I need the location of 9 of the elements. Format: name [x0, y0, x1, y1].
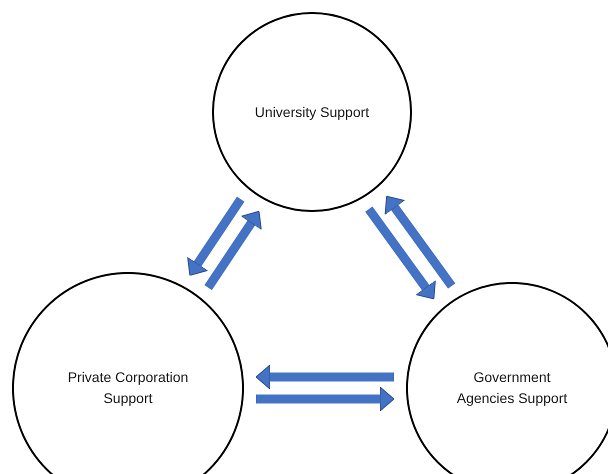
block-arrow — [204, 210, 262, 290]
block-arrow — [256, 386, 394, 412]
block-arrow — [187, 196, 244, 276]
circle-label: Private Corporation Support — [66, 368, 190, 408]
circle-label: University Support — [254, 102, 370, 122]
circle-label: Government Agencies Support — [456, 368, 568, 408]
block-arrow — [384, 196, 456, 289]
block-arrow — [256, 364, 394, 390]
block-arrow — [365, 206, 436, 300]
